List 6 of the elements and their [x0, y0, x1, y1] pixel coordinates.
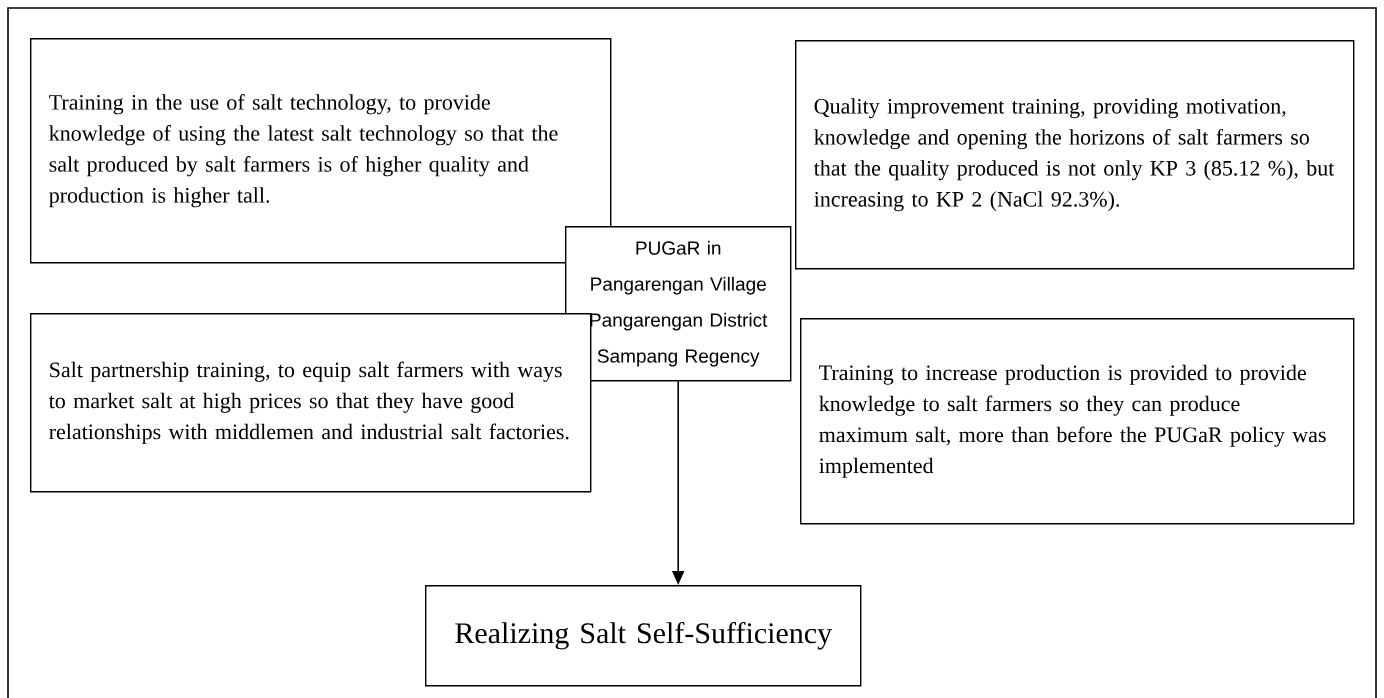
result-box: Realizing Salt Self-Sufficiency: [425, 585, 862, 687]
text-box: Salt partnership training, to equip salt farmers with ways to market salt at high prices so that they have good relationships with middlemen and industrial salt factories.: [30, 313, 592, 493]
text-box: Training to increase production is provided to provide knowledge to salt farmers so they can produce maximum salt, more than before the PUGaR policy was implemented: [800, 318, 1355, 525]
text-box: Quality improvement training, providing motivation, knowledge and opening the horizons of salt farmers so that the quality produced is not only KP 3 (85.12 %), but increasing to KP 2 (NaCl 92.3%).: [795, 40, 1355, 270]
center-box: PUGaR in Pangarengan Village Pangarengan District Sampang Regency: [565, 226, 792, 382]
text-box: Training in the use of salt technology, to provide knowledge of using the latest salt technology so that the salt produced by salt farmers is of higher quality and production is higher tall.: [30, 38, 612, 264]
